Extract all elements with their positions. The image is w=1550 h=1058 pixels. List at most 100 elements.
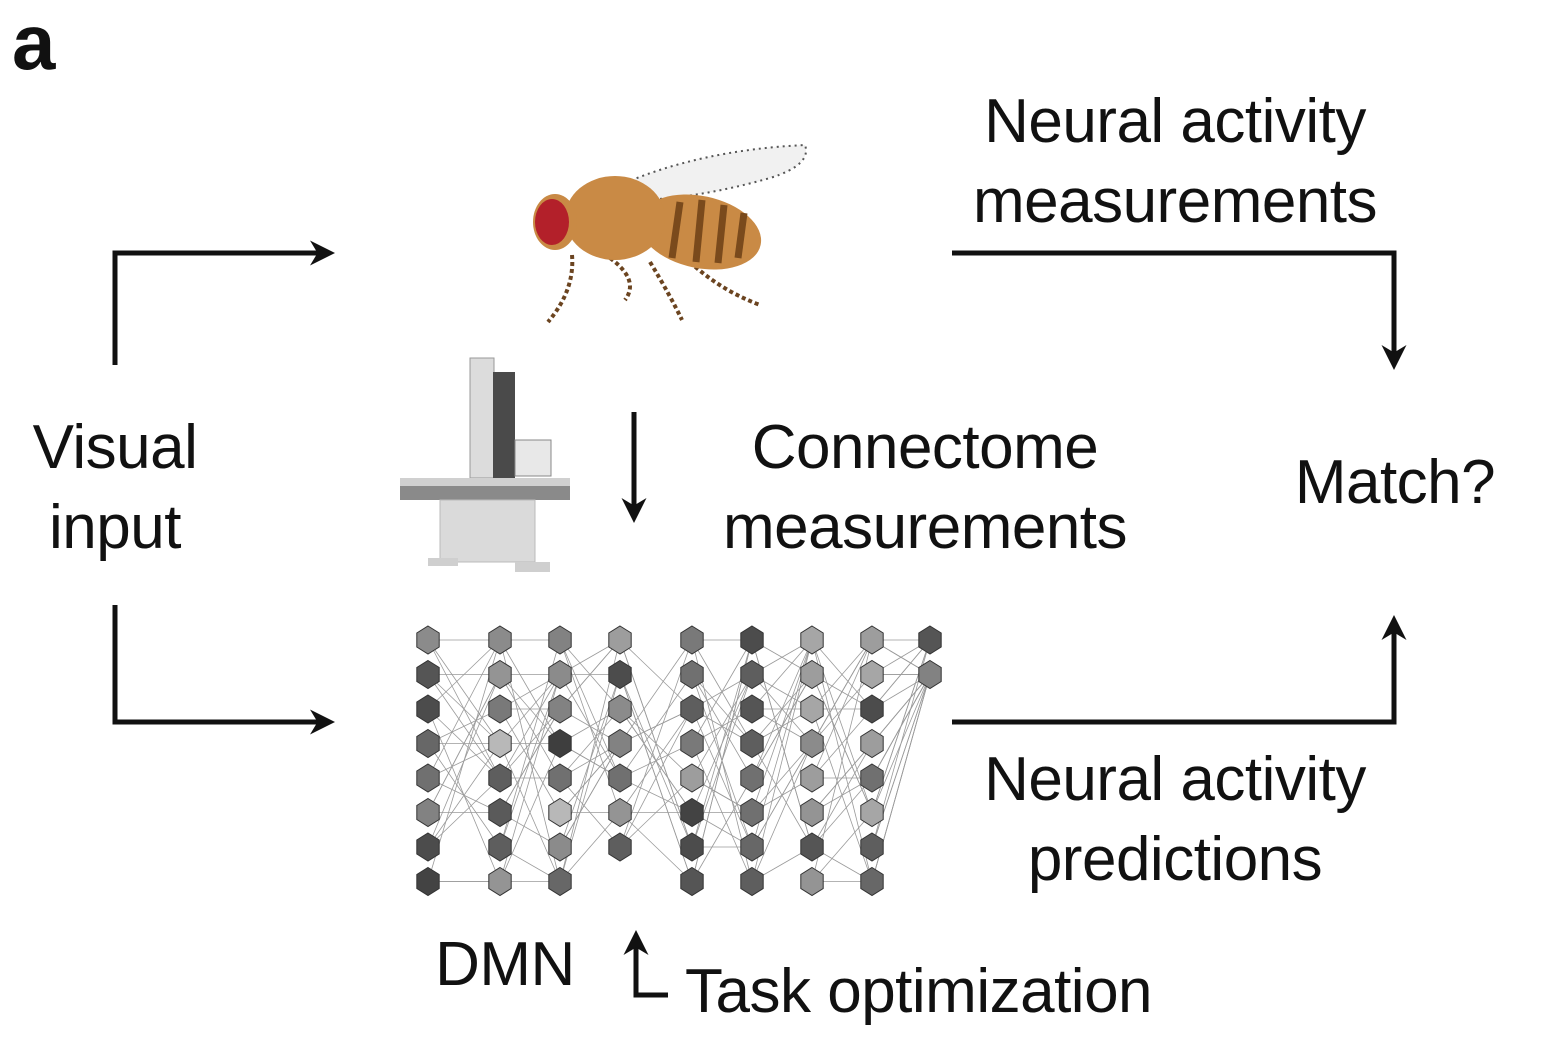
network-node — [800, 866, 824, 897]
network-edge — [751, 743, 813, 882]
network-edge — [811, 743, 873, 813]
panel-label: a — [12, 0, 56, 86]
network-node — [740, 659, 764, 690]
nam-line1: Neural activity — [984, 87, 1366, 156]
predictions-to-match-arrow — [952, 615, 1407, 725]
network-node — [800, 694, 824, 724]
network-node — [918, 625, 942, 655]
visual-to-dmn-arrow — [112, 605, 335, 735]
network-node — [416, 694, 440, 724]
network-node — [800, 832, 824, 862]
network-edge — [499, 674, 561, 779]
network-edge — [619, 674, 693, 779]
network-node — [608, 659, 632, 690]
network-node — [680, 625, 704, 655]
network-node — [680, 694, 704, 724]
network-edge — [427, 639, 501, 710]
network-node — [740, 625, 764, 655]
network-node — [488, 659, 512, 690]
network-node — [416, 763, 440, 793]
network-node — [548, 832, 572, 862]
visual-to-fly-arrow — [112, 240, 335, 365]
network-edge — [427, 639, 501, 744]
network-edge — [811, 639, 873, 779]
cm-line1: Connectome — [751, 413, 1099, 482]
network-node — [416, 728, 440, 759]
network-node — [740, 763, 764, 793]
measurements-to-match-arrow — [952, 250, 1407, 370]
network-edge — [559, 743, 621, 848]
network-node — [860, 763, 884, 793]
connectome-measurements-label: Connectome measurements — [690, 408, 1160, 568]
network-node — [800, 625, 824, 655]
network-edge — [619, 639, 693, 710]
network-edge — [427, 708, 501, 744]
network-node — [608, 763, 632, 793]
network-node — [488, 694, 512, 724]
network-node — [548, 694, 572, 724]
network-node — [680, 659, 704, 690]
network-edge — [811, 812, 873, 882]
network-edge — [691, 674, 753, 779]
network-node — [860, 728, 884, 759]
network-edge — [499, 743, 561, 882]
network-node — [416, 866, 440, 897]
network-node — [488, 625, 512, 655]
visual-input-label: Visual input — [20, 408, 210, 568]
network-node — [918, 659, 942, 690]
network-edge — [691, 777, 753, 882]
network-node — [740, 728, 764, 759]
nam-line2: measurements — [972, 167, 1378, 236]
network-node — [860, 797, 884, 828]
task-optimization-label: Task optimization — [685, 957, 1153, 1026]
network-node — [548, 625, 572, 655]
network-edge — [751, 639, 813, 710]
network-node — [680, 797, 704, 828]
network-node — [740, 694, 764, 724]
cm-line2: measurements — [722, 493, 1128, 562]
network-node — [608, 797, 632, 828]
network-node — [416, 625, 440, 655]
visual-input-line1: Visual — [32, 413, 198, 482]
network-node — [860, 832, 884, 862]
network-edge — [619, 708, 693, 848]
network-edge — [871, 674, 931, 744]
network-node — [416, 659, 440, 690]
network-edge — [559, 812, 621, 882]
network-edge — [691, 708, 753, 848]
network-edge — [811, 743, 873, 848]
network-edge — [619, 708, 693, 813]
network-edge — [427, 639, 501, 882]
network-node — [608, 625, 632, 655]
network-edge — [619, 639, 693, 848]
network-node — [860, 625, 884, 655]
network-node — [488, 728, 512, 759]
network-node — [548, 763, 572, 793]
task-optimization-arrow — [623, 930, 668, 998]
network-node — [488, 763, 512, 793]
network-node — [800, 659, 824, 690]
fly-stripes — [668, 199, 748, 264]
network-node — [608, 694, 632, 724]
network-node — [860, 659, 884, 690]
network-node — [608, 728, 632, 759]
fly-eye — [535, 199, 569, 245]
network-edge — [619, 777, 693, 848]
network-edge — [427, 777, 501, 848]
network-node — [488, 797, 512, 828]
network-edge — [751, 743, 813, 848]
match-label: Match? — [1294, 448, 1496, 517]
network-edge — [559, 708, 621, 779]
neural-activity-measurements-label: Neural activity measurements — [935, 82, 1415, 242]
network-edge — [811, 708, 873, 779]
network-node — [548, 659, 572, 690]
network-edge — [427, 639, 501, 779]
network-node — [800, 797, 824, 828]
network-node — [548, 728, 572, 759]
network-edge — [559, 639, 621, 710]
network-node — [548, 866, 572, 897]
fly-thorax — [565, 176, 665, 260]
